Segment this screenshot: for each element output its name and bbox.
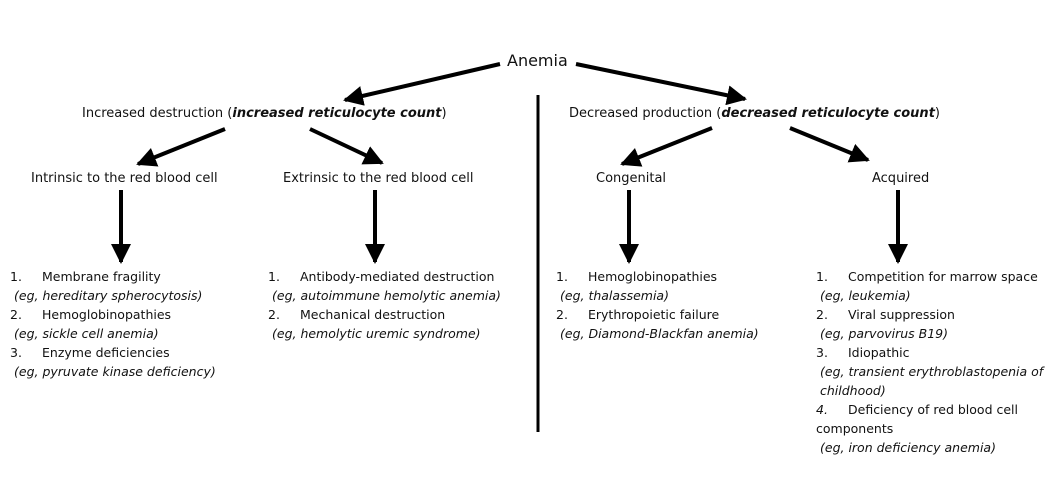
- list-item: 2. Viral suppression: [816, 305, 1054, 324]
- branch-emphasis: decreased reticulocyte count: [721, 106, 935, 121]
- node-acquired: Acquired: [872, 171, 930, 186]
- item-number: 3.: [10, 345, 22, 360]
- item-name: Erythropoietic failure: [588, 307, 720, 322]
- branch-suffix: ): [441, 106, 447, 121]
- list-item: 1. Competition for marrow space: [816, 267, 1054, 286]
- item-number: 2.: [816, 307, 828, 322]
- list-congenital: 1. Hemoglobinopathies (eg, thalassemia) 2…: [556, 267, 806, 343]
- list-item: 2. Erythropoietic failure: [556, 305, 806, 324]
- list-item: 1. Membrane fragility: [10, 267, 260, 286]
- arrow-root-to-production: [575, 62, 747, 106]
- item-number: 1.: [816, 269, 828, 284]
- arrow-destruction-to-extrinsic: [309, 127, 384, 165]
- item-name: Idiopathic: [848, 345, 910, 360]
- item-number: 1.: [10, 269, 22, 284]
- item-example: (eg, sickle cell anemia): [14, 326, 159, 341]
- list-item: 2. Mechanical destruction: [268, 305, 538, 324]
- node-intrinsic: Intrinsic to the red blood cell: [31, 171, 218, 186]
- item-name: Competition for marrow space: [848, 269, 1038, 284]
- item-number: 4.: [816, 402, 828, 417]
- arrow-production-to-acquired: [789, 126, 870, 163]
- item-name: Viral suppression: [848, 307, 955, 322]
- list-intrinsic: 1. Membrane fragility (eg, hereditary sph…: [10, 267, 260, 381]
- node-extrinsic: Extrinsic to the red blood cell: [283, 171, 474, 186]
- item-name: Hemoglobinopathies: [42, 307, 172, 322]
- item-example: (eg, pyruvate kinase deficiency): [14, 364, 216, 379]
- list-item: 3. Enzyme deficiencies: [10, 343, 260, 362]
- branch-prefix: Decreased production (: [569, 106, 722, 121]
- item-example: (eg, iron deficiency anemia): [820, 440, 996, 455]
- item-name: Membrane fragility: [42, 269, 161, 284]
- item-example: (eg, leukemia): [820, 288, 911, 303]
- item-example: (eg, hemolytic uremic syndrome): [272, 326, 481, 341]
- item-number: 2.: [268, 307, 280, 322]
- list-item: 4.Deficiency of red blood cell component…: [816, 400, 1054, 438]
- item-name: Deficiency of red blood cell components: [816, 402, 1018, 436]
- item-number: 2.: [556, 307, 568, 322]
- branch-increased-destruction: Increased destruction (increased reticul…: [82, 106, 447, 122]
- root-node-anemia: Anemia: [507, 51, 568, 70]
- item-example: (eg, Diamond-Blackfan anemia): [560, 326, 759, 341]
- arrow-destruction-to-intrinsic: [136, 127, 226, 167]
- branch-decreased-production: Decreased production (decreased reticulo…: [569, 106, 940, 122]
- list-item: 1. Antibody-mediated destruction: [268, 267, 538, 286]
- item-example: (eg, parvovirus B19): [820, 326, 949, 341]
- branch-emphasis: increased reticulocyte count: [232, 106, 442, 121]
- item-number: 1.: [556, 269, 568, 284]
- item-name: Enzyme deficiencies: [42, 345, 170, 360]
- arrow-root-to-destruction: [343, 62, 501, 106]
- node-congenital: Congenital: [596, 171, 667, 186]
- branch-prefix: Increased destruction (: [82, 106, 233, 121]
- item-number: 2.: [10, 307, 22, 322]
- item-example: (eg, autoimmune hemolytic anemia): [272, 288, 501, 303]
- list-acquired: 1. Competition for marrow space (eg, leuk…: [816, 267, 1054, 457]
- item-name: Antibody-mediated destruction: [300, 269, 495, 284]
- item-number: 1.: [268, 269, 280, 284]
- item-example: (eg, hereditary spherocytosis): [14, 288, 203, 303]
- item-example: (eg, thalassemia): [560, 288, 669, 303]
- item-example: (eg, transient erythroblastopenia of chi…: [820, 364, 1044, 398]
- item-number: 3.: [816, 345, 828, 360]
- branch-suffix: ): [934, 106, 940, 121]
- item-name: Hemoglobinopathies: [588, 269, 718, 284]
- list-extrinsic: 1. Antibody-mediated destruction (eg, aut…: [268, 267, 538, 343]
- arrow-production-to-congenital: [620, 126, 713, 167]
- item-name: Mechanical destruction: [300, 307, 446, 322]
- list-item: 1. Hemoglobinopathies: [556, 267, 806, 286]
- list-item: 2. Hemoglobinopathies: [10, 305, 260, 324]
- list-item: 3. Idiopathic: [816, 343, 1054, 362]
